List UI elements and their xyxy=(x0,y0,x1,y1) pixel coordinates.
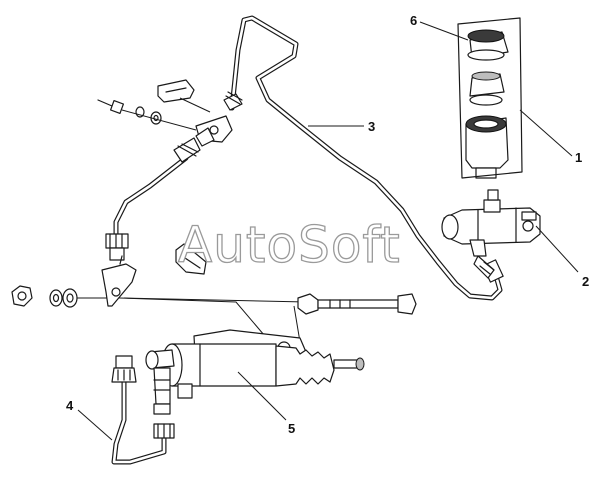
callout-leaders xyxy=(77,21,579,441)
callout-6: 6 xyxy=(410,13,417,28)
mounting-bolt xyxy=(297,293,417,315)
spring-clip xyxy=(175,243,207,275)
hose-bracket xyxy=(101,255,137,307)
flex-hose xyxy=(105,127,215,261)
callout-4: 4 xyxy=(66,398,74,413)
callout-3: 3 xyxy=(368,119,375,134)
retaining-clip xyxy=(157,79,195,103)
slave-cylinder-5 xyxy=(145,329,365,415)
callout-5: 5 xyxy=(288,421,295,436)
pipe-4 xyxy=(111,355,175,465)
master-cylinder-2 xyxy=(441,189,541,279)
callout-1: 1 xyxy=(575,150,582,165)
callout-2: 2 xyxy=(582,274,589,289)
assembly-leaders xyxy=(60,97,401,343)
watermark-text: AutoSoft xyxy=(178,216,401,274)
reservoir-assembly-1 xyxy=(457,17,523,179)
nut-and-washers xyxy=(11,285,78,308)
